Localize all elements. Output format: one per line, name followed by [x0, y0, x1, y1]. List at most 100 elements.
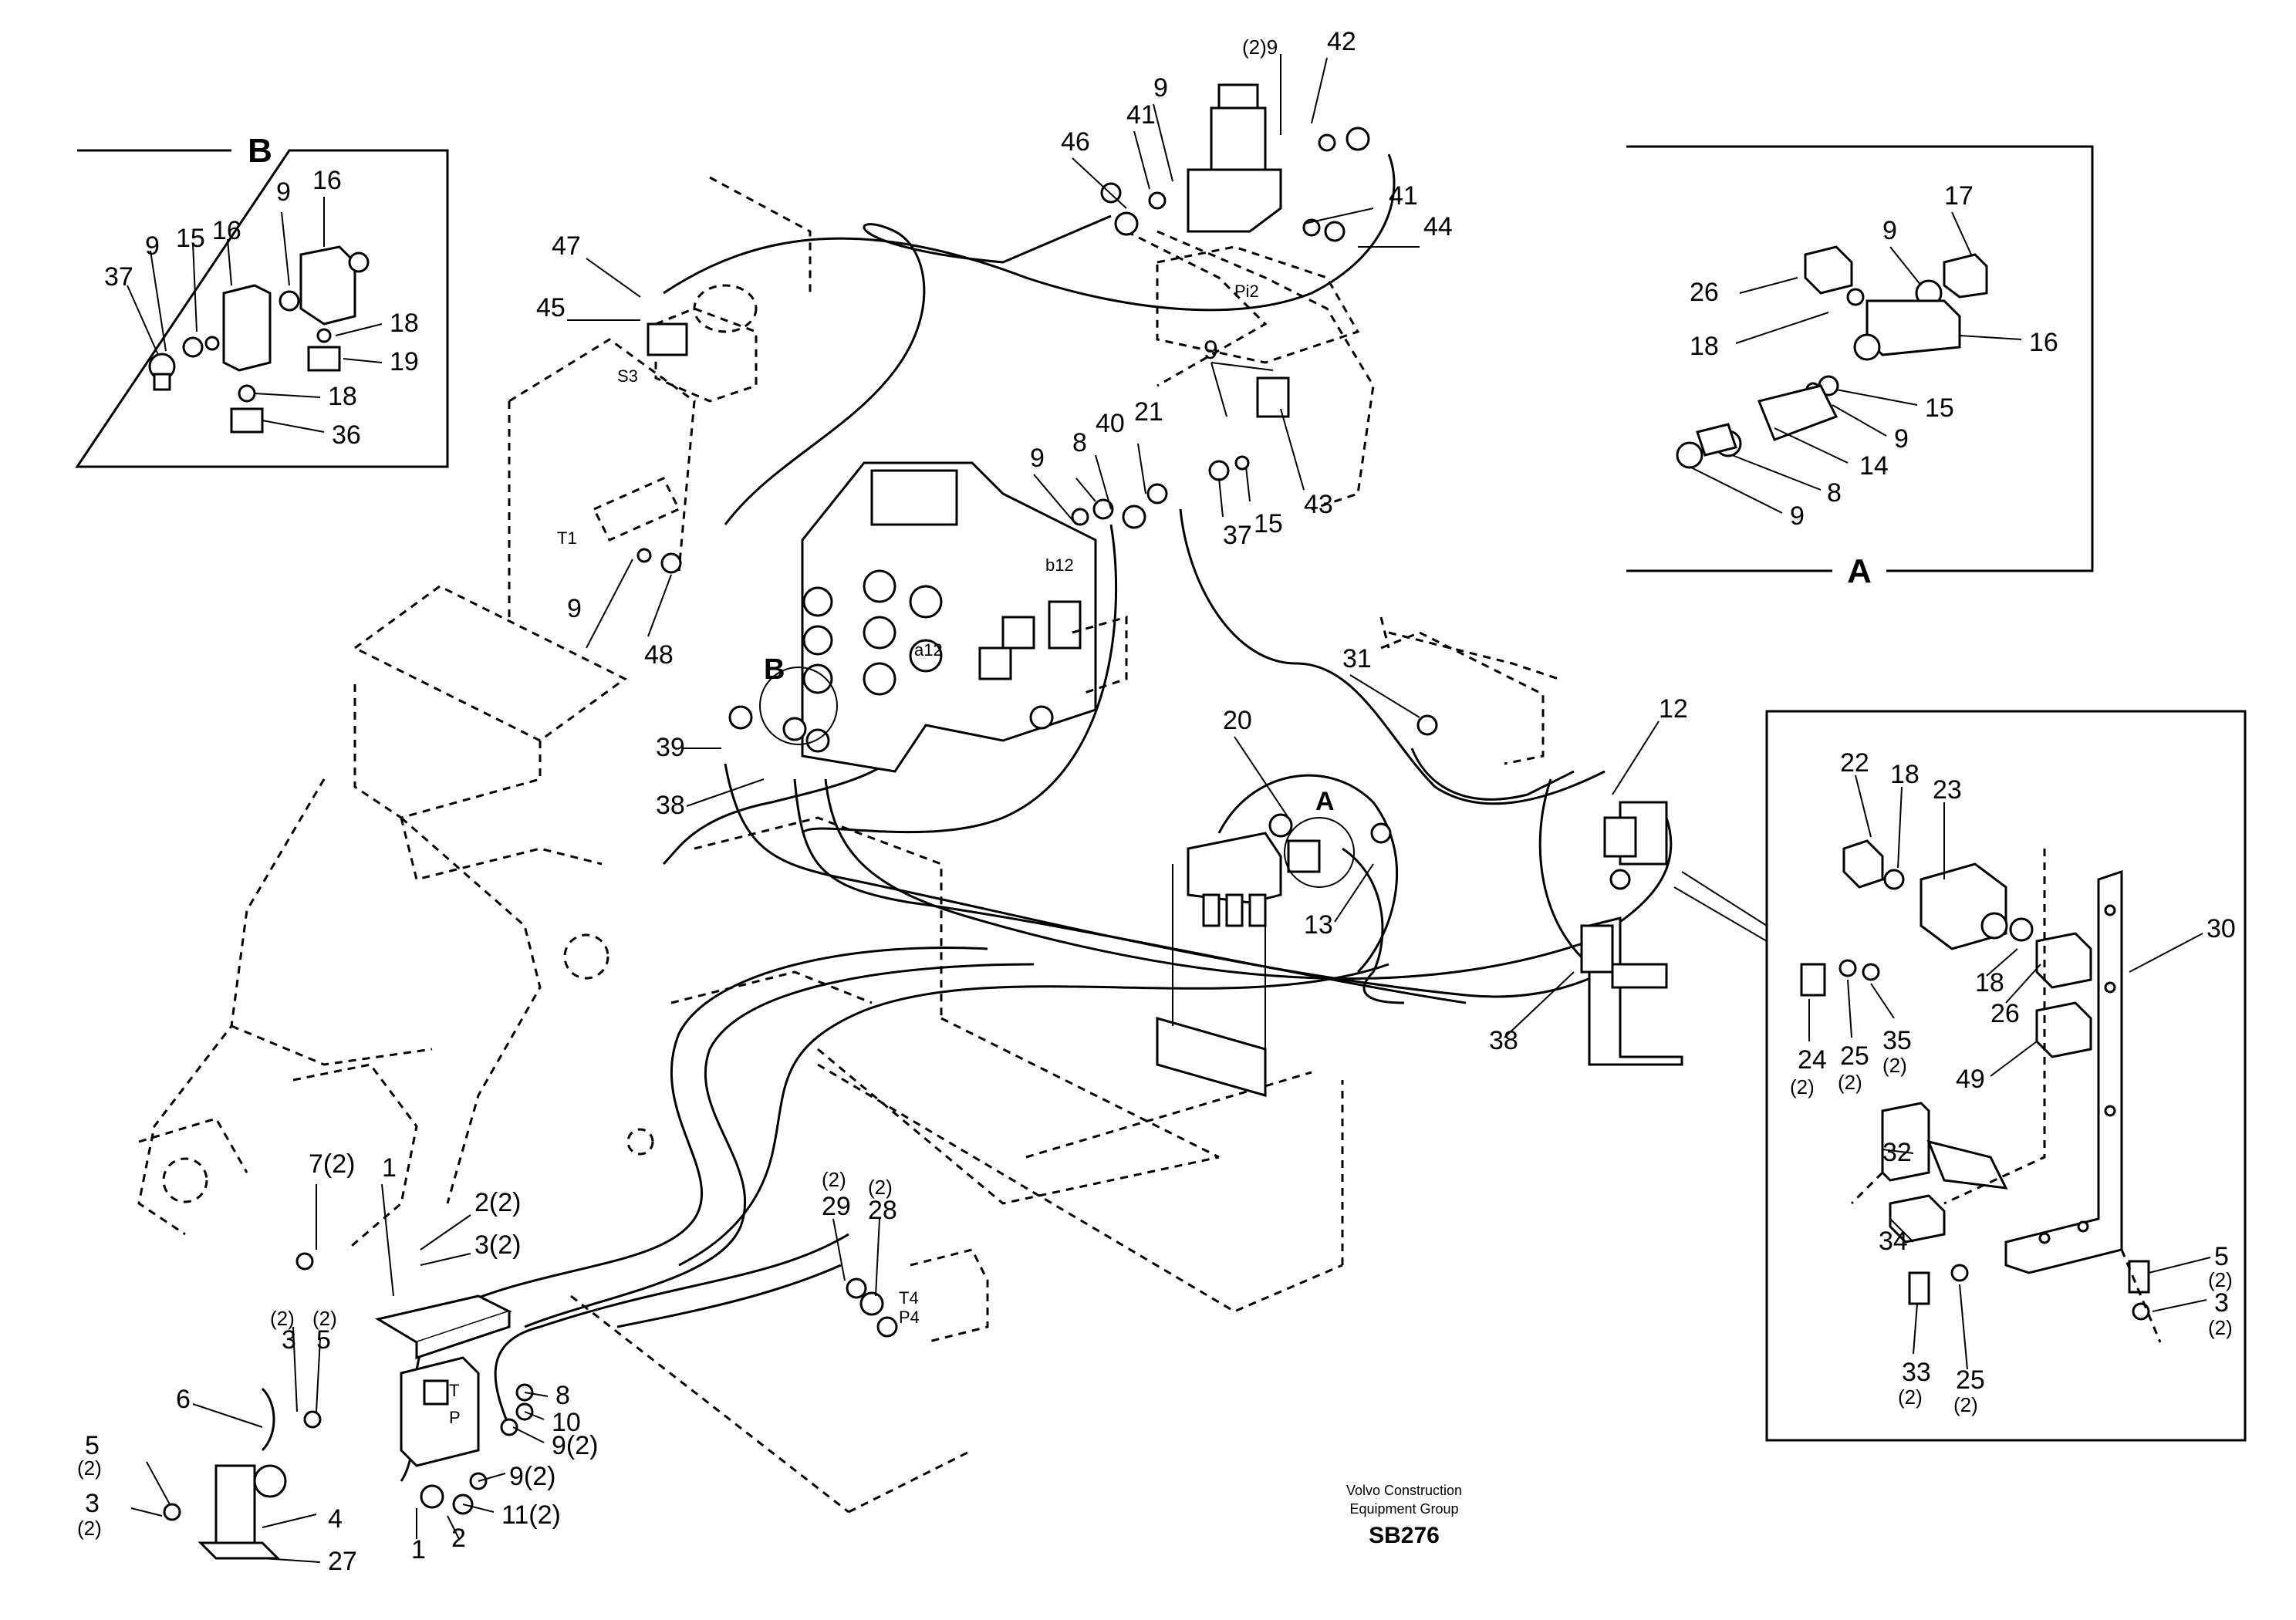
part-label-l50: 29 [822, 1192, 851, 1221]
part-label-l7: 44 [1423, 212, 1453, 241]
part-label-a3: 9 [1882, 216, 1897, 245]
part-label-l52: 28 [868, 1196, 897, 1225]
part-label-b5: 16 [312, 166, 342, 195]
part-label-a5: 16 [2029, 328, 2058, 357]
port-p: P [449, 1408, 461, 1427]
part-label-c20: 5 [2214, 1242, 2229, 1271]
part-label-l23: 39 [656, 733, 685, 762]
part-label-l51: (2) [868, 1176, 893, 1199]
part-label-l38: 3 [85, 1489, 100, 1518]
t4-p4-block [859, 1248, 989, 1344]
inset-b-box: B [75, 132, 449, 468]
port-labels: Pi2 S3 T1 b12 a12 T P T4 P4 [449, 282, 1259, 1427]
part-label-l17: 43 [1304, 490, 1333, 519]
part-label-l47: 9(2) [509, 1462, 555, 1491]
part-label-c10: (2) [1838, 1071, 1862, 1094]
part-label-c16: 33 [1902, 1358, 1931, 1387]
control-valve-block [801, 461, 1128, 773]
part-label-b9: 18 [328, 382, 357, 411]
part-label-l29: 2(2) [474, 1188, 521, 1217]
bracket-cluster-12 [1380, 631, 1683, 1066]
part-label-b10: 36 [332, 420, 361, 450]
part-label-c14: 32 [1882, 1138, 1912, 1167]
part-label-l5: 46 [1061, 127, 1090, 157]
part-label-b2: 15 [176, 224, 205, 253]
part-label-b8: 19 [390, 347, 419, 376]
part-label-a2: 26 [1690, 278, 1719, 307]
a-callout-label: A [1315, 787, 1335, 816]
part-label-l11: 9 [1030, 444, 1045, 473]
drawing-code: SB276 [1369, 1523, 1440, 1548]
part-label-b1: 9 [145, 231, 160, 261]
credit-line-1: Volvo Construction [1346, 1483, 1462, 1498]
inset-a-title: A [1847, 552, 1872, 590]
part-label-l32: 3 [282, 1325, 296, 1355]
inset-a-box: A [1626, 145, 2094, 590]
part-label-a10: 9 [1790, 501, 1805, 531]
fittings [420, 127, 1631, 1515]
part-label-c1: 22 [1840, 748, 1869, 778]
port-b12: b12 [1045, 555, 1074, 575]
part-label-l35: 6 [176, 1385, 191, 1414]
part-label-l25: 13 [1304, 910, 1333, 940]
part-label-l33: (2) [312, 1307, 337, 1330]
part-label-l19: 48 [644, 640, 674, 670]
port-t: T [449, 1381, 459, 1400]
part-label-c11: 35 [1882, 1026, 1912, 1055]
part-label-c2: 18 [1890, 760, 1920, 789]
part-label-c18: 25 [1956, 1365, 1985, 1395]
part-label-c5: 18 [1975, 968, 2004, 997]
part-label-a9: 8 [1827, 478, 1842, 508]
part-label-l8: 47 [552, 231, 581, 261]
part-label-l42: 1 [411, 1535, 426, 1564]
part-label-l21: 12 [1659, 694, 1688, 724]
leader-lines [130, 54, 1660, 1563]
part-label-l18: 9 [1204, 336, 1218, 365]
part-label-l43: 2 [451, 1524, 466, 1553]
part-label-l13: 40 [1096, 409, 1125, 438]
part-label-l22: 20 [1223, 706, 1252, 735]
part-label-c9: 25 [1840, 1041, 1869, 1071]
part-label-c4: 30 [2207, 914, 2236, 943]
part-label-b4: 9 [276, 177, 291, 207]
part-label-l46: 9(2) [552, 1431, 598, 1460]
part-label-l41: 27 [328, 1547, 357, 1576]
part-label-b7: 18 [390, 309, 419, 338]
part-label-l30: 3(2) [474, 1230, 521, 1260]
port-t1: T1 [557, 528, 577, 548]
part-label-b6: 37 [104, 262, 133, 292]
part-label-a8: 14 [1859, 451, 1889, 481]
part-label-l36: 5 [85, 1431, 100, 1460]
port-a12: a12 [914, 640, 943, 660]
hydraulic-hoses [400, 154, 1673, 1482]
part-label-l3: 9 [1153, 73, 1168, 103]
part-label-l28: 1 [382, 1153, 397, 1183]
part-label-l44: 8 [555, 1381, 570, 1410]
foot-pedal-assembly [163, 1252, 512, 1560]
credit-line-2: Equipment Group [1349, 1501, 1458, 1517]
part-label-a1: 17 [1944, 181, 1974, 211]
inset-b-title: B [248, 132, 272, 170]
part-label-l37: (2) [77, 1456, 102, 1480]
part-label-l27: 7(2) [309, 1149, 355, 1179]
part-label-c8: (2) [1790, 1075, 1815, 1099]
part-label-c6: 26 [1990, 999, 2020, 1028]
part-label-l14: 21 [1134, 397, 1163, 427]
part-label-c15: 34 [1879, 1227, 1908, 1256]
part-label-c3: 23 [1933, 775, 1962, 805]
part-label-c23: (2) [2208, 1316, 2233, 1339]
port-pi2: Pi2 [1234, 282, 1259, 301]
t1-block [592, 477, 681, 542]
part-label-l15: 37 [1223, 521, 1252, 550]
part-label-l9: 45 [536, 293, 566, 322]
part-label-c21: (2) [2208, 1268, 2233, 1291]
drawing-credits: Volvo Construction Equipment Group SB276 [1346, 1483, 1462, 1548]
part-label-l2: 42 [1327, 27, 1356, 56]
shuttle-valve-s3 [647, 284, 758, 403]
b-callout-circle [759, 667, 838, 745]
part-label-l39: (2) [77, 1517, 102, 1540]
part-label-l34: 5 [316, 1325, 331, 1355]
part-label-b3: 16 [212, 216, 241, 245]
manifold-block [1156, 832, 1321, 1097]
